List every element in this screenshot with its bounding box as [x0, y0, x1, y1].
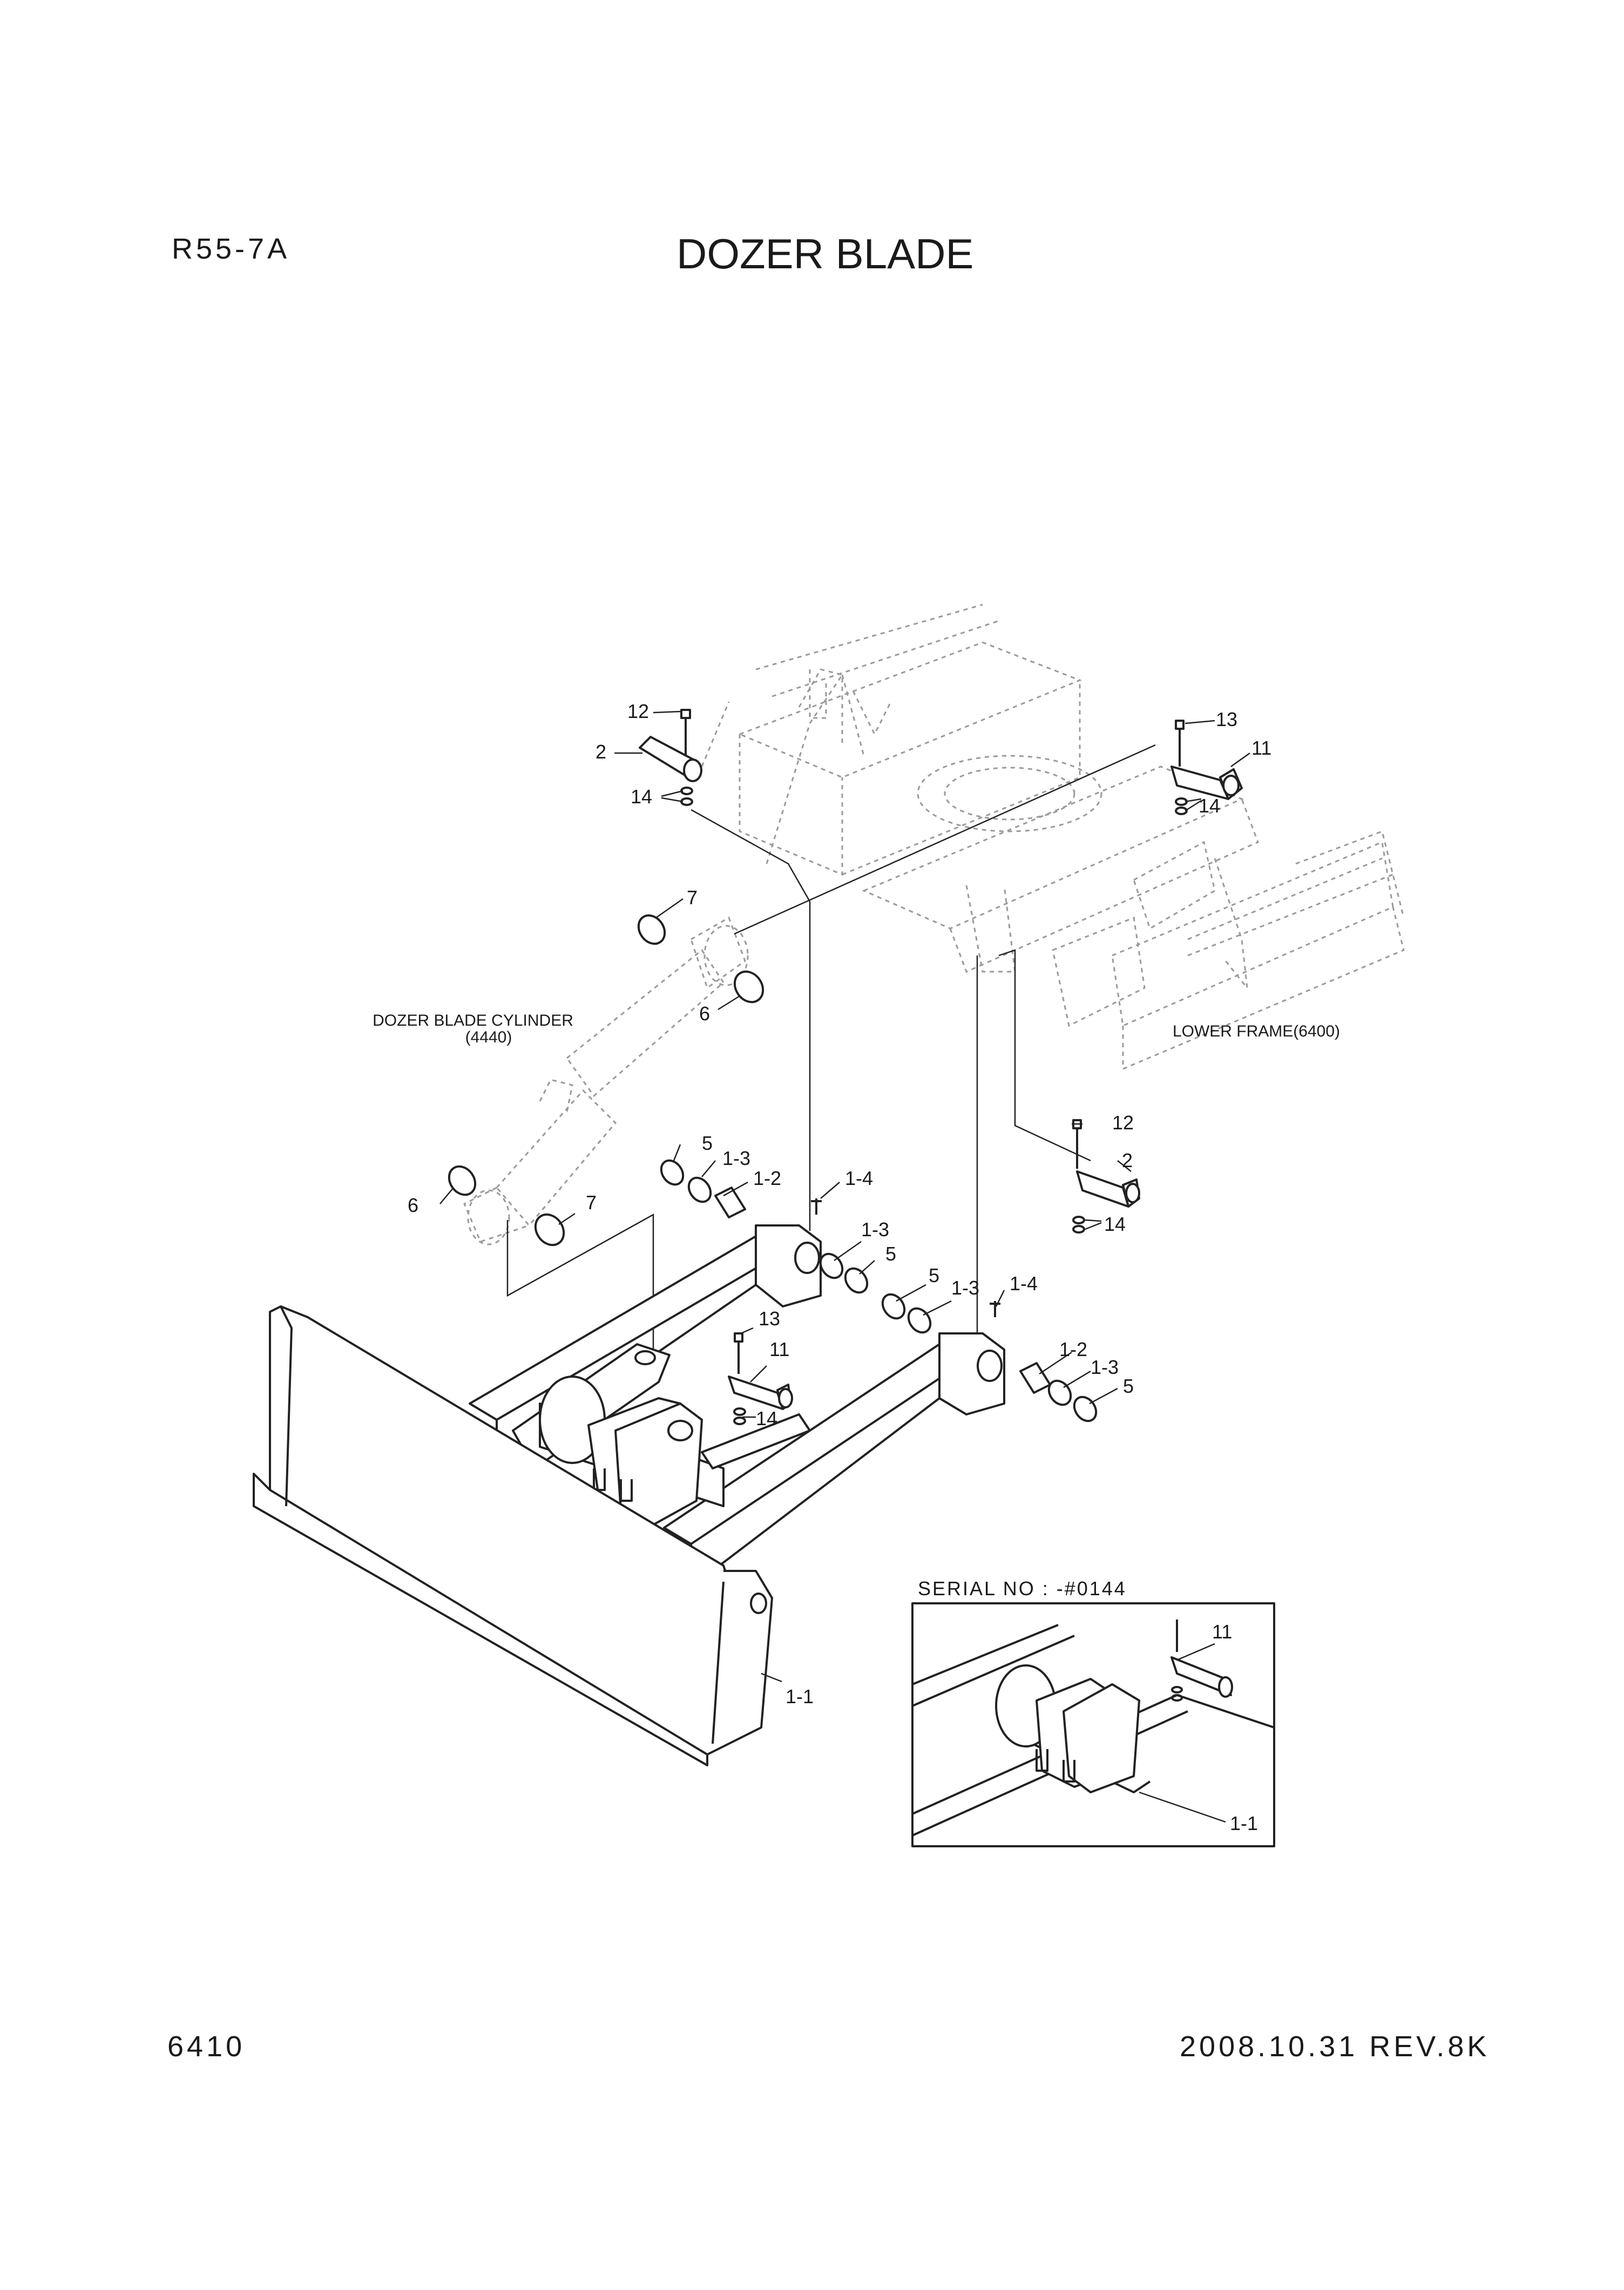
- callout: 13: [1216, 708, 1237, 730]
- callout: 11: [1212, 1621, 1232, 1643]
- page-number: 6410: [167, 2030, 246, 2063]
- pin-11-top-right: [1170, 720, 1243, 815]
- callout: 1-3: [951, 1277, 979, 1299]
- callout: 12: [1112, 1112, 1134, 1134]
- callout: 14: [1104, 1213, 1126, 1235]
- seals-and-bushings: [448, 914, 1098, 1422]
- serial-inset: [911, 1602, 1275, 1847]
- callout: 1-1: [786, 1685, 814, 1708]
- callout-labels: 12 2 14 13 11 14 7 6 12 2 14 5 1-3 1-2 1…: [408, 700, 1271, 1834]
- alignment-lines: [506, 744, 1156, 1377]
- callout: 1-3: [1091, 1356, 1119, 1378]
- cylinder-note: DOZER BLADE CYLINDER: [373, 1012, 573, 1029]
- callout: 11: [1251, 737, 1271, 759]
- callout: 5: [702, 1132, 713, 1154]
- callout: 5: [1123, 1375, 1134, 1397]
- page-title: DOZER BLADE: [676, 230, 974, 277]
- cylinder-note-ref: (4440): [465, 1028, 512, 1046]
- callout: 1-3: [722, 1147, 750, 1169]
- dozer-blade-cylinder-ghost: [463, 916, 749, 1245]
- lower-frame-note: LOWER FRAME(6400): [1173, 1022, 1340, 1040]
- callout: 14: [1199, 795, 1220, 817]
- callout: 13: [759, 1307, 780, 1330]
- callout: 12: [627, 700, 649, 722]
- pin-2-top-left: [639, 709, 702, 806]
- callout: 11: [769, 1338, 789, 1360]
- callout: 7: [687, 886, 698, 909]
- callout: 5: [929, 1264, 939, 1286]
- callout: 14: [631, 785, 652, 808]
- callout: 2: [1122, 1149, 1133, 1171]
- leader-lines: [439, 710, 1250, 1823]
- revision-date: 2008.10.31 REV.8K: [1180, 2030, 1490, 2063]
- callout: 1-1: [1230, 1812, 1258, 1834]
- callout: 1-4: [1010, 1272, 1038, 1295]
- callout: 6: [699, 1002, 710, 1025]
- callout: 5: [885, 1243, 896, 1265]
- callout: 7: [586, 1191, 597, 1214]
- callout: 1-3: [861, 1218, 889, 1241]
- pin-2-right: [1072, 1119, 1140, 1234]
- callout: 6: [408, 1194, 418, 1216]
- pin-11-center: [728, 1332, 793, 1425]
- model-code: R55-7A: [172, 233, 290, 265]
- lower-frame-ghost: [701, 604, 1405, 1071]
- inset-title: SERIAL NO : -#0144: [918, 1577, 1127, 1600]
- blade-assembly: [253, 1224, 1005, 1766]
- callout: 1-2: [1059, 1338, 1087, 1360]
- callout: 1-4: [845, 1167, 873, 1189]
- callout: 1-2: [753, 1167, 781, 1189]
- callout: 14: [756, 1407, 777, 1429]
- callout: 2: [596, 741, 606, 763]
